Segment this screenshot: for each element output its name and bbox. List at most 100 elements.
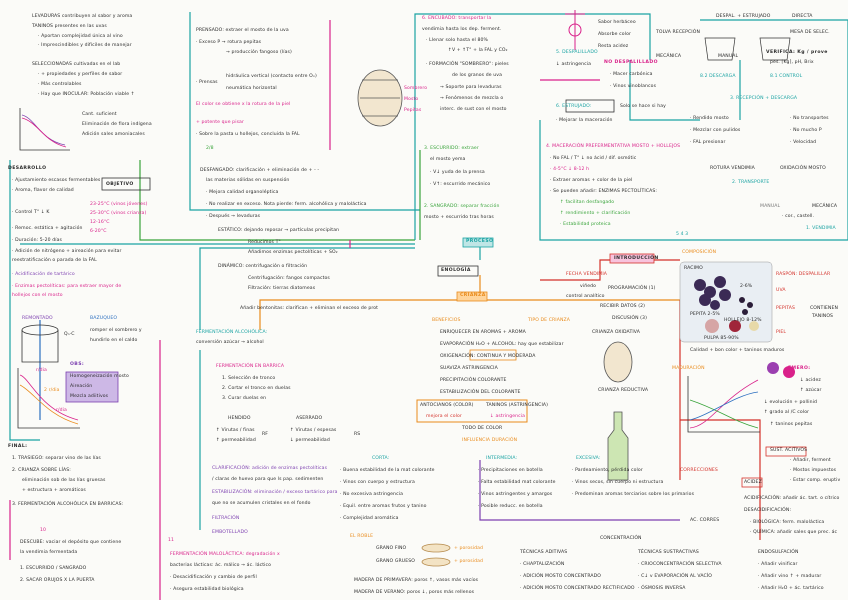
seleccionadas-detail-2: · Más controlables xyxy=(38,82,82,87)
pct-pepita: PEPITA 2-5% xyxy=(690,312,720,317)
inoculation-item-2: Eliminación de flora indígena xyxy=(82,122,152,127)
embotellado-label: EMBOTELLADO xyxy=(212,530,248,535)
tec-aditivas: TÉCNICAS ADITIVAS xyxy=(520,550,568,555)
raspon-line-2: Absorbe color xyxy=(598,32,631,37)
vend-despal: DESPAL. + ESTRUJADO xyxy=(716,14,771,19)
corr-acidificacion: ACIDIFICACIÓN: añadir ác. tart. o cítric… xyxy=(744,496,840,501)
vend-mecanica: MECÁNICA xyxy=(656,54,682,59)
no-despalillado-label: NO DESPALILLADO xyxy=(604,60,658,65)
desarrollo-heading: DESARROLLO xyxy=(8,166,47,171)
corr-quimica: · QUÍMICA: añadir sales que prec. ác xyxy=(750,530,838,535)
temp-range-3: 12-16°C xyxy=(90,220,110,225)
desfangado-dynamic-2: Filtración: tierras diatomeas xyxy=(248,286,316,291)
endosulf-3: · Añadir H₂O + ác. tartárico xyxy=(758,586,824,591)
desarrollo-line-9: · Enzimas pectolíticas: para extraer may… xyxy=(12,284,122,289)
seleccionadas-detail-3: · Hay que INOCULAR: Población viable ↑ xyxy=(38,92,135,97)
hendido-label: HENDIDO xyxy=(228,416,251,421)
maduracion-heading: MADURACIÓN xyxy=(672,366,705,371)
prensado-line-1: PRENSADO: extraer el mosto de la uva xyxy=(196,28,289,33)
inoculation-item-3: Adición sales amoniacales xyxy=(82,132,145,137)
corta-4: · Equil. entre aromas frutos y tanino xyxy=(340,504,427,509)
final-line-4: + estructura + aromáticos xyxy=(22,488,86,493)
encubado-line-7: → Soporte para levaduras xyxy=(440,85,502,90)
beneficio-2: EVAPORACIÓN H₂O + ALCOHOL: hay que estab… xyxy=(440,342,564,347)
encubado-line-9: interc. de sust con el mosto xyxy=(440,107,507,112)
corr-acidez: ACIDEZ xyxy=(744,480,762,485)
vend-vendimia: 1. VENDIMIA xyxy=(806,226,836,231)
despalillado-label: 5. DESPALILLADO xyxy=(556,50,598,55)
corr-item-2: · Mostos impuestos xyxy=(790,468,837,473)
desarrollo-line-7: reestratificación o parada de la FAL xyxy=(12,258,97,263)
corr-item-3: · Estar comp. eruptiv xyxy=(790,478,841,483)
desarrollo-line-5: · Duración: 5-20 días xyxy=(12,238,62,243)
sangrado-heading: 2. SANGRADO: separar fracción xyxy=(424,204,500,209)
bazuqueo-line-2: hundirlo en el caldo xyxy=(90,338,138,343)
aserrado-1: ↑ Virutas / espesas xyxy=(290,428,337,433)
label-sombrero: Sombrero xyxy=(404,86,428,91)
antocianos-label: ANTOCIANOS (COLOR) xyxy=(420,403,474,408)
bazuqueo-heading: BAZUQUEO xyxy=(90,316,118,321)
encubado-line-5: · FORMACIÓN "SOMBRERO": pieles xyxy=(426,62,509,67)
desfangado-static-2: Añadimos enzimas pectolíticas + SO₂ xyxy=(248,250,338,255)
taninos-detail-2: · Imprescindibles y difíciles de manejar xyxy=(38,43,132,48)
corta-1: · Buena estabilidad de la mat colorante xyxy=(340,468,435,473)
descube-line-3: 1. ESCURRIDO / SANGRADO xyxy=(20,566,87,571)
madera-primavera: MADERA DE PRIMAVERA: poros ↑, vasos más … xyxy=(354,578,479,583)
estrujado-note: Solo se hace si hay xyxy=(620,104,666,109)
sangrado-line: mosto + escurrido tras horas xyxy=(424,215,494,220)
raspon-line-7: · Macer carbónica xyxy=(610,72,653,77)
composicion-heading: COMPOSICIÓN xyxy=(682,250,717,255)
sustractiva-3: · ÓSMOSIS INVERSA xyxy=(638,586,686,591)
intermedia-4: · Posible reducc. en botella xyxy=(478,504,543,509)
corr-biologica: · BIOLÓGICA: ferm. maloláctica xyxy=(750,520,825,525)
encubado-line-4: ↑V + ↑T° + la FAL y CO₂ xyxy=(448,48,508,53)
encubado-line-8: → Fenómenos de mezcla o xyxy=(440,96,504,101)
clarificacion-line-1: CLARIFICACIÓN: adición de enzimas pectol… xyxy=(212,466,328,471)
descube-line-4: 2. SACAR ORUJOS X LA PUERTA xyxy=(20,578,95,583)
hendido-2: ↑ permeabilidad xyxy=(216,438,256,443)
crianza-node: CRIANZA xyxy=(460,293,486,298)
aditiva-1: · CHAPTALIZACIÓN xyxy=(520,562,565,567)
prensado-line-4: · Prensas xyxy=(196,80,218,85)
descube-number: 10 xyxy=(40,528,47,533)
raspon-line-1: Sabor herbáceo xyxy=(598,20,636,25)
remontado-formula: Qₙ·C xyxy=(64,332,75,337)
desfangado-dynamic-1: Centrifugación: fangos compactos xyxy=(248,276,330,281)
intro-control: control analítico xyxy=(566,294,605,299)
escurrido-line-3: · V↑: escurrido mecánico xyxy=(430,182,491,187)
porosidad-2: + porosidad xyxy=(454,559,484,564)
bazuqueo-line-1: romper el sombrero y xyxy=(90,328,142,333)
vend-recepcion: 3. RECEPCIÓN + DESCARGA xyxy=(730,96,798,101)
desfangado-number: 2/8 xyxy=(206,146,214,151)
prensado-line-5: hidráulica vertical (contacto entre Oₓ) xyxy=(226,74,317,79)
desarrollo-line-1: · Ajustamiento escasos fermentables xyxy=(12,178,101,183)
prensado-line-3: → producción fangoso (lías) xyxy=(226,50,292,55)
prensado-line-7: El color se obtiene x la rotura de la pi… xyxy=(196,102,291,107)
composicion-uva: UVA xyxy=(776,288,786,293)
raspon-astringencia: ↓ astringencia xyxy=(556,62,592,67)
aserrado-2: ↓ permeabilidad xyxy=(290,438,330,443)
excesiva-3: · Predominan aromas terciarios sobre los… xyxy=(572,492,695,497)
pct-raspon: 2-6% xyxy=(740,284,753,289)
beneficio-6: ESTABILIZACIÓN DEL COLORANTE xyxy=(440,390,521,395)
temp-range-1: 23-25°C (vinos jóvenes) xyxy=(90,202,148,207)
intro-programacion: PROGRAMACIÓN (1) xyxy=(608,286,656,291)
composicion-calidad: Calidad + bon color + taninos maduros xyxy=(690,348,785,353)
corr-desacidificacion: DESACIDIFICACIÓN: xyxy=(744,508,792,513)
concentracion-heading: CONCENTRACIÓN xyxy=(600,536,642,541)
rf-label: RF xyxy=(262,432,269,437)
corta-2: · Vinos con cuerpo y estructura xyxy=(340,480,415,485)
taninos-line: TANINOS presentes en las uvas xyxy=(32,24,107,29)
aserrado-label: ASERRADO xyxy=(296,416,323,421)
maceracion-heading: 4. MACERACIÓN PREFERMENTATIVA MOSTO + HO… xyxy=(546,144,681,149)
tipo-heading: TIPO DE CRIANZA xyxy=(528,318,571,323)
endosulf-2: · Añadir vino ↑ + madurar xyxy=(758,574,822,579)
vend-item-6: · Velocidad xyxy=(790,140,817,145)
beneficio-4: SUAVIZA ASTRINGENCIA xyxy=(440,366,498,371)
intermedia-3: · Vinos astringentes y amargos xyxy=(478,492,553,497)
desfangado-dynamic: DINÁMICO: centrifugación o filtración xyxy=(218,264,308,269)
fal-heading: FERMENTACIÓN ALCOHÓLICA: xyxy=(196,330,268,335)
graph-label-1: r/dia xyxy=(36,368,47,373)
barrica-step-3: 3. Curar duelas en xyxy=(222,396,267,401)
